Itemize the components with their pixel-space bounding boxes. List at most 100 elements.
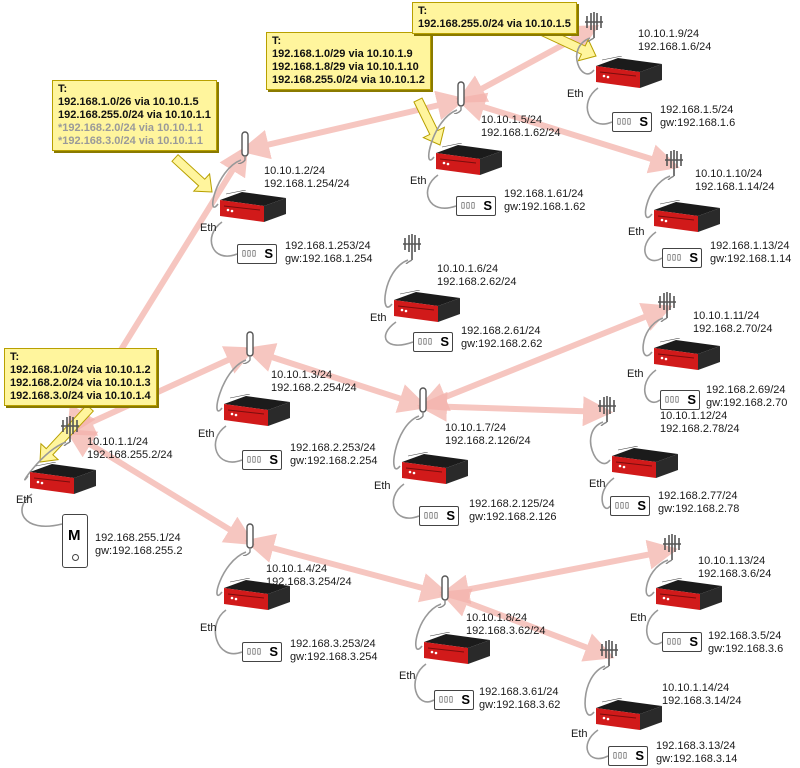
host-gateway: gw:192.168.1.62: [504, 201, 586, 213]
router-icon[interactable]: [216, 189, 288, 224]
cable-r10: [644, 175, 671, 262]
switch-icon: ▯▯▯ S: [660, 390, 700, 410]
wan-ip: 10.10.1.5/24: [481, 114, 543, 126]
eth-port-label: Eth: [374, 480, 391, 492]
router-icon[interactable]: [420, 631, 492, 666]
wan-ip: 10.10.1.14/24: [662, 682, 730, 694]
switch-letter: S: [483, 198, 492, 213]
router-icon[interactable]: [650, 199, 722, 234]
cable-r11: [642, 317, 664, 403]
router-icon[interactable]: [652, 577, 724, 612]
cable-r8: [414, 603, 442, 703]
wireless-link-r7-r11: [417, 303, 673, 411]
cable-r14: [584, 665, 609, 760]
host-ip: 192.168.1.5/24: [660, 104, 734, 116]
host-gateway: gw:192.168.255.2: [95, 545, 183, 557]
switch-letter: S: [687, 392, 696, 407]
wan-ip: 10.10.1.6/24: [437, 263, 499, 275]
yagi-antenna-icon: [582, 8, 606, 43]
lan-ip: 192.168.2.126/24: [445, 435, 531, 447]
switch-letter: S: [269, 452, 278, 467]
switch-letter: S: [635, 748, 644, 763]
host-gateway: gw:192.168.3.254: [290, 651, 378, 663]
router-icon[interactable]: [26, 461, 98, 496]
route-entry: 192.168.255.0/24 via 10.10.1.2: [272, 74, 425, 86]
switch-ports-icon: ▯▯▯: [460, 201, 476, 212]
route-table-title: T:: [272, 35, 282, 47]
router-icon[interactable]: [432, 142, 504, 177]
switch-letter: S: [637, 498, 646, 513]
wan-ip: 10.10.1.1/24: [87, 436, 149, 448]
cable-r3: [214, 359, 247, 463]
eth-port-label: Eth: [399, 670, 416, 682]
router-icon[interactable]: [608, 445, 680, 480]
eth-port-label: Eth: [200, 222, 217, 234]
switch-ports-icon: ▯▯▯: [423, 511, 439, 522]
cable-r6: [384, 259, 414, 346]
cable-r12: [589, 421, 615, 510]
switch-icon: ▯▯▯S: [419, 506, 459, 526]
lan-ip: 192.168.3.14/24: [662, 695, 742, 707]
switch-icon: ▯▯▯ S: [610, 496, 650, 516]
switch-ports-icon: ▯▯▯: [614, 501, 630, 512]
host-ip: 192.168.2.253/24: [290, 442, 376, 454]
wan-ip: 10.10.1.13/24: [698, 555, 766, 567]
router-icon[interactable]: [650, 337, 722, 372]
router-icon[interactable]: [398, 451, 470, 486]
switch-ports-icon: ▯▯▯: [417, 337, 433, 348]
host-gateway: gw:192.168.2.78: [658, 503, 740, 515]
switch-ports-icon: ▯▯▯: [241, 249, 257, 260]
router-icon[interactable]: [592, 697, 664, 732]
host-ip: 192.168.1.61/24: [504, 188, 584, 200]
wireless-link-r7-r12: [417, 391, 613, 427]
cable-r2: [210, 159, 242, 257]
router-icon[interactable]: [220, 577, 292, 612]
eth-port-label: Eth: [630, 612, 647, 624]
eth-port-label: Eth: [589, 478, 606, 490]
router-icon[interactable]: [592, 55, 664, 90]
cable-r13: [645, 559, 669, 645]
router-icon[interactable]: [220, 393, 292, 428]
eth-port-label: Eth: [16, 494, 33, 506]
omni-antenna-icon: [238, 330, 262, 365]
eth-port-label: Eth: [628, 226, 645, 238]
wan-ip: 10.10.1.11/24: [693, 310, 760, 322]
route-entry: 192.168.255.0/24 via 10.10.1.5: [418, 18, 571, 30]
master-letter: M: [68, 527, 81, 544]
switch-letter: S: [639, 114, 648, 129]
route-entry: *192.168.3.0/24 via 10.10.1.1: [58, 135, 203, 147]
wan-ip: 10.10.1.7/24: [445, 422, 507, 434]
lan-ip: 192.168.2.70/24: [693, 323, 773, 335]
yagi-antenna-icon: [597, 636, 621, 671]
switch-ports-icon: ▯▯▯: [616, 117, 632, 128]
host-ip: 192.168.2.125/24: [469, 498, 555, 510]
switch-icon: ▯▯▯S: [662, 632, 702, 652]
route-entry: 192.168.1.0/29 via 10.10.1.9: [272, 48, 413, 60]
wireless-link-r8-r14: [439, 588, 615, 662]
switch-ports-icon: ▯▯▯: [666, 253, 682, 264]
yagi-antenna-icon: [58, 412, 82, 447]
omni-antenna-icon: [233, 130, 257, 165]
router-icon[interactable]: [390, 289, 462, 324]
switch-ports-icon: ▯▯▯: [666, 637, 682, 648]
switch-letter: S: [264, 246, 273, 261]
omni-antenna-icon: [411, 386, 435, 421]
switch-icon: ▯▯▯S: [662, 248, 702, 268]
lan-ip: 192.168.2.62/24: [437, 276, 517, 288]
route-table-r9: T:192.168.255.0/24 via 10.10.1.5: [412, 2, 577, 34]
wan-ip: 10.10.1.10/24: [695, 168, 763, 180]
switch-ports-icon: ▯▯▯: [664, 395, 680, 406]
